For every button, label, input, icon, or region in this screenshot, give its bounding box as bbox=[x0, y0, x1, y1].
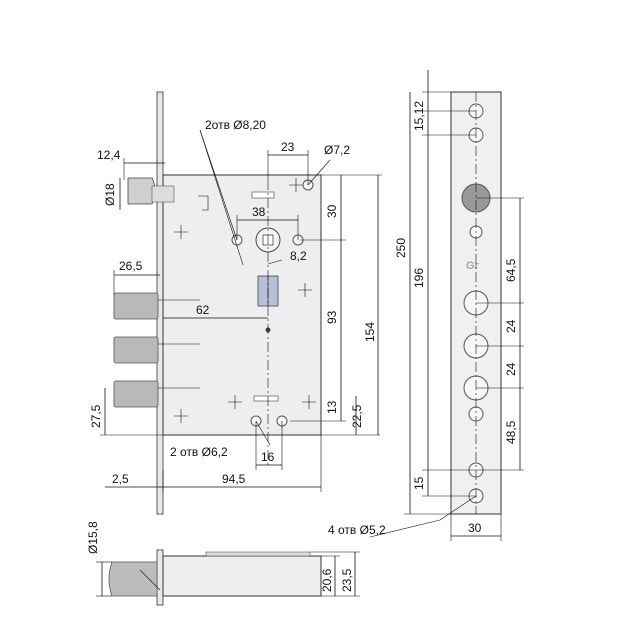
label-154: 154 bbox=[363, 322, 377, 342]
latch-stem bbox=[151, 185, 175, 203]
label-holes-52: 4 отв Ø5,2 bbox=[328, 523, 386, 537]
dead-bolts bbox=[113, 292, 200, 408]
label-1512: 15,12 bbox=[412, 101, 426, 131]
label-206: 20,6 bbox=[320, 568, 334, 592]
label-275: 27,5 bbox=[89, 404, 103, 428]
slot bbox=[253, 395, 279, 402]
label-945: 94,5 bbox=[222, 472, 246, 486]
rivet-marks bbox=[174, 178, 316, 423]
lock-case bbox=[162, 174, 322, 436]
label-16: 16 bbox=[261, 450, 275, 464]
label-485: 48,5 bbox=[504, 420, 518, 444]
label-25: 2,5 bbox=[112, 472, 129, 486]
label-d158: Ø15,8 bbox=[86, 521, 100, 554]
bottom-top-plate bbox=[205, 551, 311, 557]
label-d72: Ø7,2 bbox=[324, 143, 350, 157]
label-holes-820: 2отв Ø8,20 bbox=[205, 118, 266, 132]
label-24a: 24 bbox=[504, 319, 518, 333]
slot bbox=[251, 191, 275, 199]
label-225: 22,5 bbox=[350, 404, 364, 428]
dead-bolt bbox=[113, 380, 159, 408]
label-holes-62: 2 отв Ø6,2 bbox=[170, 445, 228, 459]
label-124: 12,4 bbox=[97, 148, 121, 162]
label-82: 8,2 bbox=[290, 249, 307, 263]
label-38: 38 bbox=[252, 205, 266, 219]
dimensions-main bbox=[100, 129, 382, 492]
latch-bolt bbox=[127, 177, 156, 205]
latch-spring bbox=[198, 195, 209, 211]
label-265: 26,5 bbox=[119, 259, 143, 273]
bottom-latch bbox=[108, 561, 158, 597]
lock-bottom-view bbox=[96, 549, 360, 606]
label-d18: Ø18 bbox=[103, 183, 117, 206]
label-645: 64,5 bbox=[504, 258, 518, 282]
label-15: 15 bbox=[412, 476, 426, 490]
dimensions-faceplate bbox=[369, 70, 524, 541]
dead-bolt bbox=[113, 292, 159, 320]
lock-body-front-view bbox=[113, 91, 322, 515]
maker-logo: Gr bbox=[466, 260, 480, 272]
label-196: 196 bbox=[412, 268, 426, 288]
label-62: 62 bbox=[196, 303, 210, 317]
label-24b: 24 bbox=[504, 362, 518, 376]
label-30b: 30 bbox=[468, 521, 482, 535]
label-235: 23,5 bbox=[340, 568, 354, 592]
label-250: 250 bbox=[394, 238, 408, 258]
dead-bolt bbox=[113, 336, 159, 364]
label-93: 93 bbox=[325, 310, 339, 324]
label-23: 23 bbox=[281, 140, 295, 154]
label-30: 30 bbox=[325, 204, 339, 218]
label-13: 13 bbox=[325, 400, 339, 414]
dimension-labels: 2отв Ø8,20 Ø7,2 23 12,4 Ø18 38 30 8,2 26… bbox=[86, 101, 518, 592]
bottom-faceplate bbox=[156, 549, 164, 606]
bottom-case bbox=[162, 555, 322, 597]
